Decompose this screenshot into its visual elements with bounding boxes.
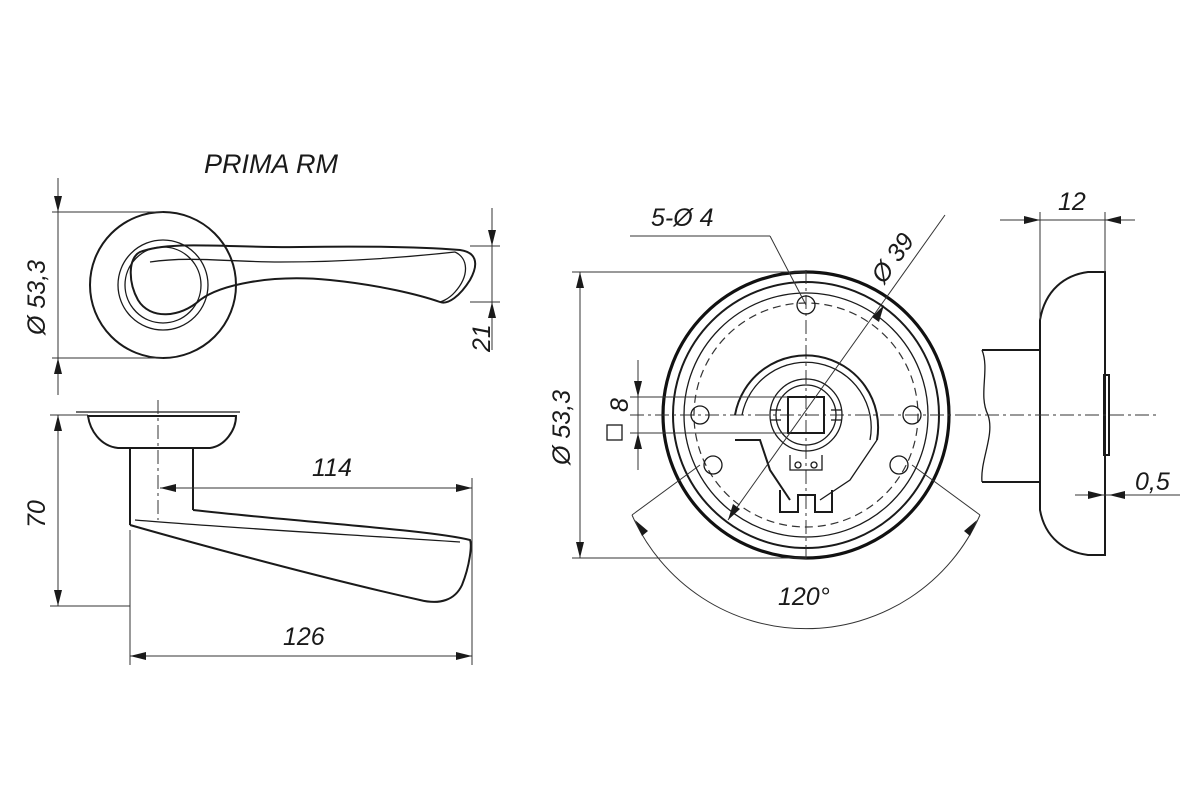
dim-gap: 0,5 (1135, 468, 1170, 496)
dim-angle: 120° (778, 583, 830, 611)
model-title: PRIMA RM (204, 149, 339, 179)
dim-lever-inner-length: 114 (312, 454, 352, 482)
front-view (572, 214, 981, 630)
dim-projection: 70 (23, 500, 51, 528)
dim-bolt-circle: Ø 39 (865, 228, 920, 289)
dim-rose-diameter-front: Ø 53,3 (548, 390, 576, 466)
dim-holes: 5-Ø 4 (651, 204, 714, 232)
dim-spindle-square: 8 (606, 398, 634, 412)
dim-rose-diameter-top: Ø 53,3 (23, 260, 51, 336)
side-view (50, 400, 473, 665)
section-view (960, 212, 1180, 556)
top-view (52, 178, 500, 395)
dim-rose-thickness: 12 (1058, 188, 1086, 216)
dim-lever-total-length: 126 (283, 623, 325, 651)
dim-lever-height: 21 (468, 324, 496, 353)
